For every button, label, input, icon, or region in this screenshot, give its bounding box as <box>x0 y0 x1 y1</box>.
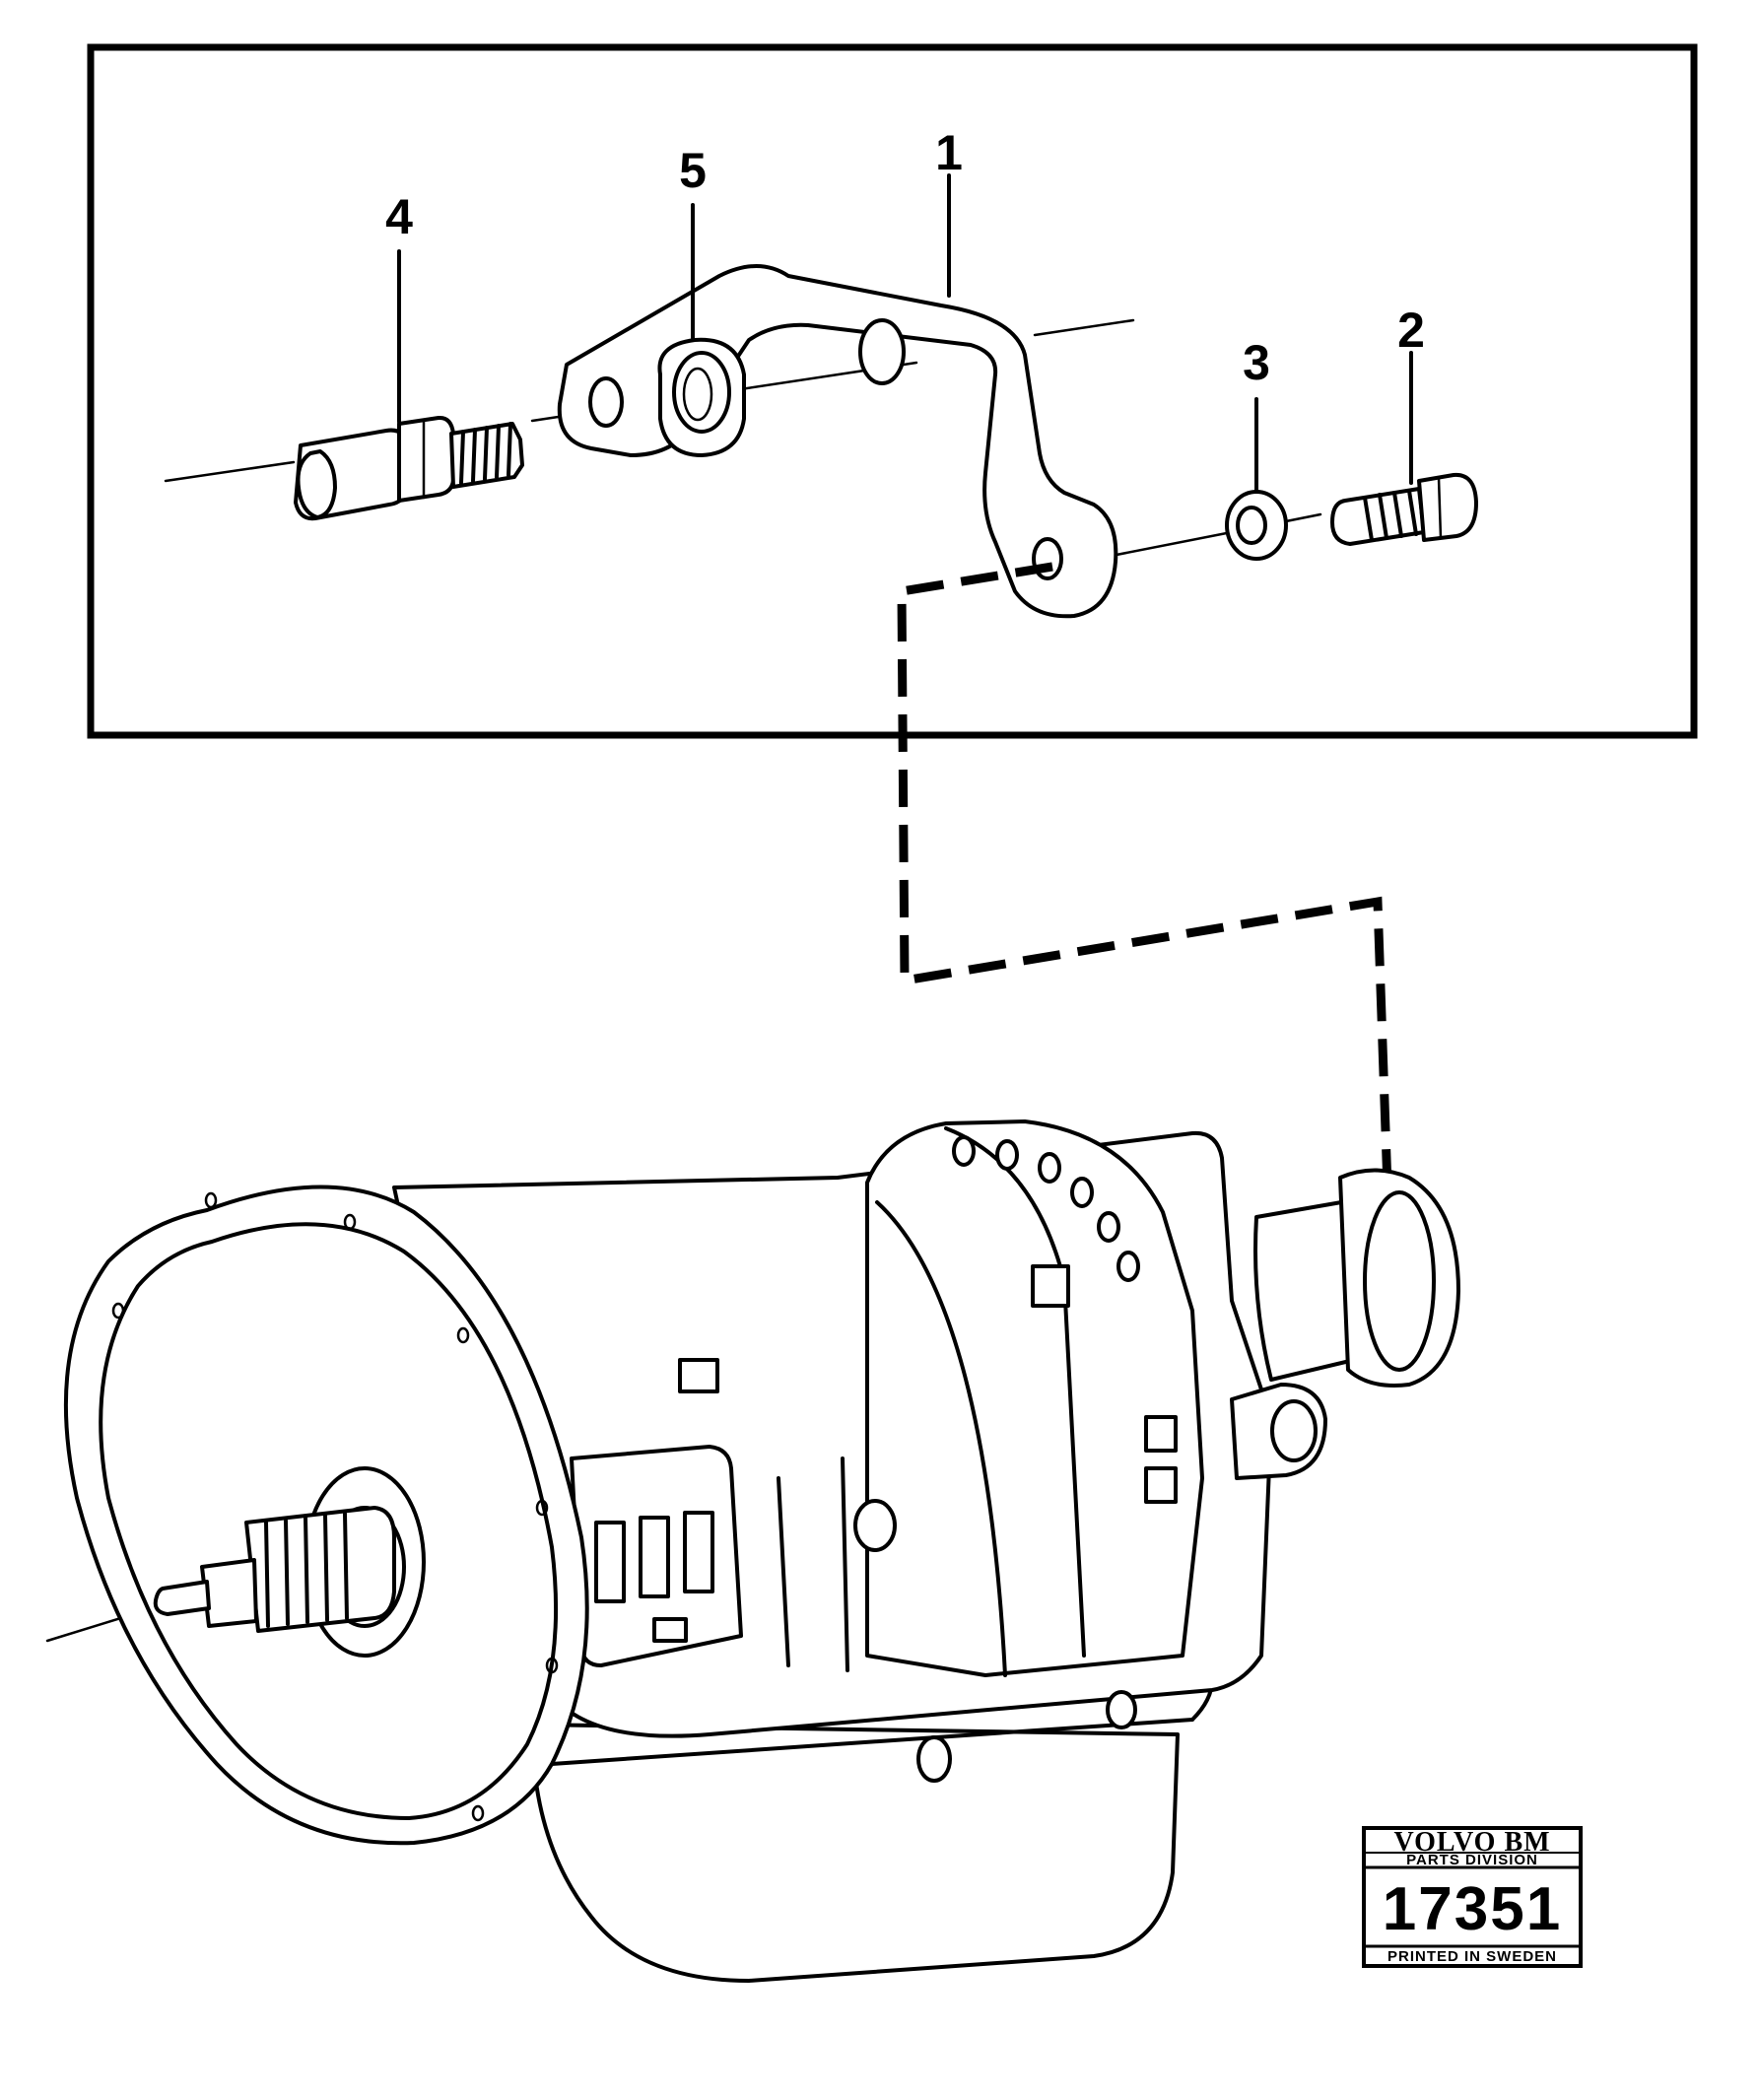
bolt-part <box>1330 472 1478 546</box>
callout-3: 3 <box>1243 335 1270 390</box>
callout-4: 4 <box>385 189 413 244</box>
stamp-division: PARTS DIVISION <box>1406 1852 1538 1868</box>
callout-1: 1 <box>935 125 963 180</box>
locator-dashed-line <box>897 562 1392 1188</box>
stamp-brand: VOLVO BM <box>1393 1827 1550 1858</box>
parts-division-stamp: VOLVO BM PARTS DIVISION 17351 PRINTED IN… <box>1362 1826 1583 1968</box>
stamp-printed: PRINTED IN SWEDEN <box>1387 1948 1557 1965</box>
flange-bolts <box>952 1135 1140 1282</box>
callout-2: 2 <box>1397 303 1425 358</box>
detail-frame <box>87 43 1698 739</box>
callout-labels: 1 2 3 4 5 <box>385 125 1425 390</box>
stamp-number: 17351 <box>1383 1875 1562 1943</box>
bell-flange-holes <box>111 1191 559 1822</box>
transmission-assembly <box>63 1119 1460 1983</box>
leader-lines <box>397 173 1413 493</box>
plug-part <box>294 415 524 521</box>
bracket-part <box>557 264 1118 619</box>
callout-5: 5 <box>679 143 707 198</box>
washer-part <box>1225 490 1288 561</box>
